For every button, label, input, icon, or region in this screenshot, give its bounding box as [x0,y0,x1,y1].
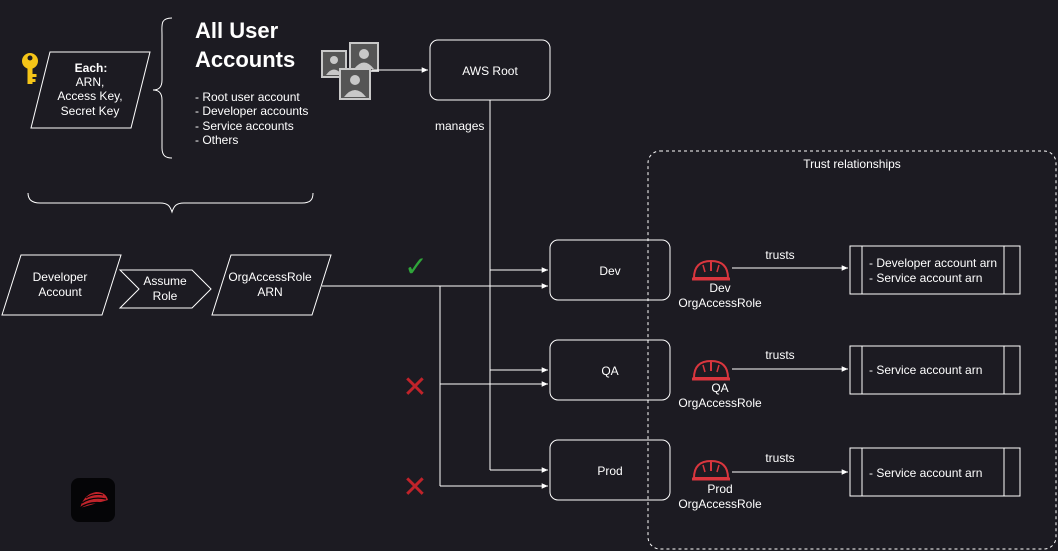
account-types-list: - Root user account - Developer accounts… [195,90,308,147]
trust-relationships-group: Trust relationships [647,150,1057,550]
developer-label-line2: Account [38,285,82,299]
aws-root-node: AWS Root [429,39,551,101]
credentials-box: Each: ARN, Access Key, Secret Key [30,51,151,129]
helmet-icon [692,359,730,381]
trusts-label: trusts [765,348,794,362]
denied-cross-icon: ✕ [402,470,427,505]
page-title-line2: Accounts [195,47,295,72]
dev-role-label-line1: Dev [709,281,730,295]
dev-trusted-arns-box: - Developer account arn - Service accoun… [849,245,1021,295]
qa-account-label: QA [601,364,618,378]
credentials-line4: Secret Key [61,104,120,118]
key-icon [22,53,38,84]
role-arn-label-line2: ARN [257,285,282,299]
qa-trusted-arns-box: - Service account arn [849,345,1021,395]
arn-item: - Service account arn [869,466,982,480]
dev-account-node: Dev [549,239,671,301]
prod-trusted-arns-box: - Service account arn [849,447,1021,497]
list-item: - Developer accounts [195,104,308,118]
qa-role-label-line1: QA [711,381,728,395]
credentials-line2: ARN, [76,75,105,89]
prod-account-label: Prod [597,464,622,478]
dev-role-label-line2: OrgAccessRole [678,296,762,310]
arn-item: - Service account arn [869,271,982,285]
left-curly-brace [152,17,173,159]
list-item: - Root user account [195,90,300,104]
aws-root-label: AWS Root [462,64,518,78]
assume-label-line1: Assume [143,274,187,288]
org-access-role-arn-node: OrgAccessRole ARN [211,254,332,316]
credentials-line3: Access Key, [57,89,122,103]
helmet-icon [692,259,730,281]
list-item: - Service accounts [195,119,294,133]
users-group-icon [321,42,379,100]
trusts-label: trusts [765,248,794,262]
arn-item: - Developer account arn [869,256,997,270]
qa-account-node: QA [549,339,671,401]
role-arn-label-line1: OrgAccessRole [228,270,312,284]
developer-account-node: Developer Account [1,254,122,316]
denied-cross-icon: ✕ [402,370,427,405]
trust-relationships-title: Trust relationships [803,157,901,171]
bottom-curly-brace [27,192,314,214]
prod-role-label-line2: OrgAccessRole [678,497,762,511]
manages-label: manages [435,119,484,133]
prod-role-label-line1: Prod [707,482,732,496]
arn-item: - Service account arn [869,363,982,377]
helmet-icon [692,459,730,481]
developer-label-line1: Developer [33,270,88,284]
assume-role-step: Assume Role [118,269,212,309]
assume-label-line2: Role [153,289,178,303]
cloud-logo-icon [71,478,115,522]
trusts-label: trusts [765,451,794,465]
credentials-line1: Each: [75,61,108,75]
qa-role-label-line2: OrgAccessRole [678,396,762,410]
page-title-line1: All User [195,18,279,43]
dev-account-label: Dev [599,264,620,278]
prod-account-node: Prod [549,439,671,501]
allowed-check-icon: ✓ [404,250,427,283]
list-item: - Others [195,133,238,147]
